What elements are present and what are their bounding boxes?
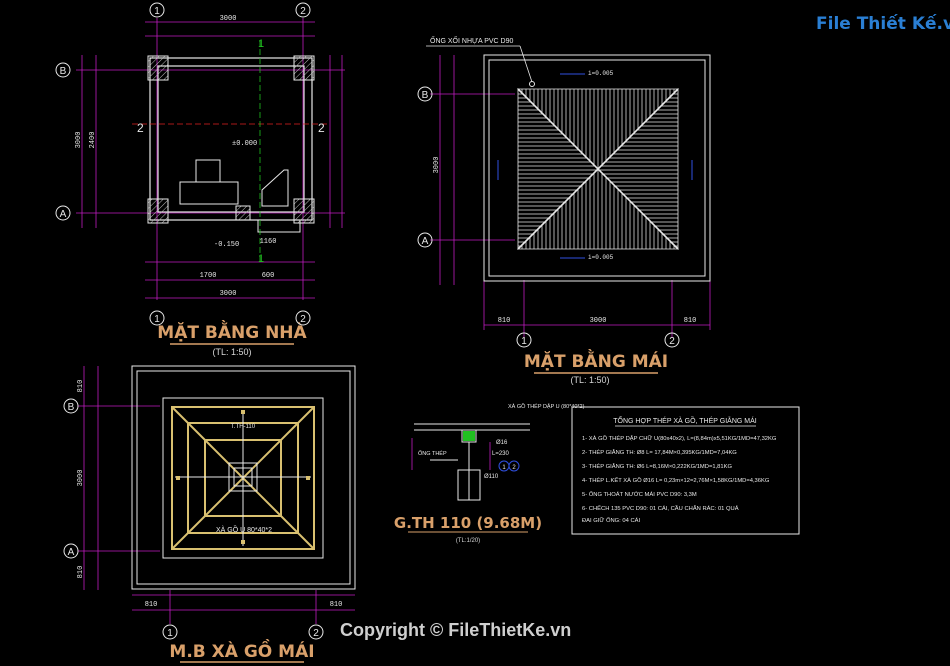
house-columns: [147, 55, 315, 224]
roof-outer-edge: [483, 54, 711, 282]
house-dim-bottom-2: 600: [262, 272, 275, 280]
roof-drain-pipe: [529, 81, 535, 87]
roof-plan-title: MẶT BẰNG MÁI: [524, 348, 668, 372]
gutter-detail: XÀ GỒ THÉP DẬP U (80*40*2) Ø16 L=230 ỐNG…: [394, 403, 585, 544]
summary-line: 1- XÀ GỒ THÉP DẬP CHỮ U(80x40x2), L=(8,8…: [582, 435, 777, 442]
roof-dim-bottom-left: 810: [498, 317, 511, 325]
roof-sheeting: [517, 88, 679, 250]
house-level-step: -0.150: [214, 241, 239, 249]
house-dim-left-mid: 2400: [89, 132, 97, 149]
gutter-label-pipe: ỐNG THÉP: [418, 450, 447, 457]
grid-label-1: 1: [521, 336, 527, 347]
copyright-watermark: Copyright © FileThietKe.vn: [340, 620, 572, 640]
house-grid-bubbles: [55, 2, 311, 326]
grid-label-b: B: [60, 66, 67, 77]
gutter-label-bottom: Ø110: [484, 474, 499, 480]
purlin-connectors: [176, 410, 310, 544]
roof-grid-bubbles: [417, 86, 680, 348]
grid-label-2: 2: [313, 628, 319, 639]
grid-label-a: A: [60, 209, 67, 220]
house-level-floor: ±0.000: [232, 140, 257, 148]
roof-dim-bottom-right: 810: [684, 317, 697, 325]
purlin-label-type: XÀ GỒ U 80*40*2: [216, 524, 272, 534]
gutter-section-lines: [414, 423, 530, 501]
grid-label-2: 2: [300, 314, 306, 325]
house-door-width: 1160: [260, 238, 277, 246]
purlin-plan-gridlines: [78, 366, 355, 624]
purlin-dim-left-top: 810: [77, 380, 85, 393]
purlin-dim-bottom-left: 810: [145, 601, 158, 609]
roof-plan-scale: (TL: 1:50): [570, 375, 609, 385]
summary-title: TỔNG HỢP THÉP XÀ GỒ, THÉP GIẰNG MÁI: [613, 415, 756, 425]
house-plan-scale: (TL: 1:50): [212, 347, 251, 357]
house-dim-bottom-1: 1700: [200, 272, 217, 280]
gutter-label-top: XÀ GỒ THÉP DẬP U (80*40*2): [508, 403, 585, 410]
roof-slope-arrows: [497, 73, 693, 259]
grid-label-b: B: [68, 402, 75, 413]
roof-inner-edge: [488, 59, 706, 277]
summary-line: 3- THÉP GIẰNG TH: Ø6 L=8,16M×0,222KG/1MD…: [582, 462, 732, 470]
gutter-mark-2: 2: [512, 465, 516, 471]
grid-label-1: 1: [167, 628, 173, 639]
purlin-grid-bubbles: [63, 398, 324, 640]
house-dim-bottom-total: 3000: [220, 290, 237, 298]
purlin-frame: [162, 397, 324, 559]
grid-label-a: A: [68, 547, 75, 558]
gutter-purlin-section: [463, 431, 475, 441]
purlin-dim-left-bottom: 810: [77, 566, 85, 579]
summary-line: 2- THÉP GIẰNG TH: Ø8 L= 17,84M×0,395KG/1…: [582, 448, 737, 456]
roof-slope-top: i=0.005: [588, 70, 614, 77]
summary-line: 4- THÉP L.KẾT XÀ GỒ Ø16 L= 0,23m×12=2,76…: [582, 477, 770, 484]
section-mark-left: 2: [137, 121, 144, 135]
purlin-outer-edge: [131, 365, 356, 590]
summary-line: ĐAI GIỮ ỐNG: 04 CÁI: [582, 517, 640, 524]
grid-label-1: 1: [154, 314, 160, 325]
purlin-inner-edge: [136, 370, 351, 585]
purlin-braces: [175, 410, 311, 546]
roof-dim-bottom-mid: 3000: [590, 317, 607, 325]
house-walls: [149, 57, 313, 221]
purlin-plan: T.TH-110 XÀ GỒ U 80*40*2 3000 810 810 81…: [77, 365, 356, 663]
house-fixtures: [179, 159, 301, 233]
purlin-dim-bottom-right: 810: [330, 601, 343, 609]
gutter-dim-lines: [411, 438, 491, 470]
cut-mark-top: 1: [258, 38, 264, 50]
summary-line: 6- CHẾCH 135 PVC D90: 01 CÁI, CẦU CHẮN R…: [582, 504, 739, 512]
gutter-mark-1: 1: [502, 465, 506, 471]
steel-summary-table: TỔNG HỢP THÉP XÀ GỒ, THÉP GIẰNG MÁI 1- X…: [571, 406, 800, 535]
gutter-detail-scale: (TL:1/20): [456, 538, 480, 544]
grid-label-2: 2: [300, 6, 306, 17]
grid-label-1: 1: [154, 6, 160, 17]
gutter-label-rebar: Ø16: [496, 440, 508, 446]
cut-mark-bottom: 1: [258, 253, 264, 265]
summary-line: 5- ỐNG THOÁT NƯỚC MÁI PVC D90: 3,3M: [582, 491, 697, 498]
purlin-label-center: T.TH-110: [231, 424, 256, 430]
gutter-detail-title: G.TH 110 (9.68M): [394, 514, 542, 532]
summary-box: [571, 406, 800, 535]
grid-label-a: A: [422, 236, 429, 247]
house-dim-left-total: 3000: [75, 132, 83, 149]
brand-logo[interactable]: File Thiết Kế.vn: [816, 14, 950, 34]
roof-slope-bottom: i=0.005: [588, 254, 614, 261]
purlin-plan-title: M.B XÀ GỒ MÁI: [169, 638, 314, 662]
purlin-dim-left: 3000: [77, 470, 85, 487]
section-mark-right: 2: [318, 121, 325, 135]
house-dim-top: 3000: [220, 15, 237, 23]
house-plan: 2 2 1 1 3000 3000 2400 1700 600 3000 116…: [75, 15, 345, 357]
gutter-mark-2-circle: [508, 460, 520, 472]
roof-plan: i=0.005 i=0.005 ỐNG XỐI NHỰA PVC D90 300…: [426, 35, 711, 385]
roof-pipe-leader: [519, 45, 533, 83]
gutter-label-length: L=230: [492, 451, 510, 457]
grid-label-2: 2: [669, 336, 675, 347]
roof-plan-gridlines: [430, 55, 711, 338]
roof-dim-left: 3000: [433, 157, 441, 174]
grid-label-b: B: [422, 90, 429, 101]
house-plan-title: MẶT BẰNG NHÀ: [157, 319, 307, 343]
roof-pipe-note: ỐNG XỐI NHỰA PVC D90: [430, 35, 513, 45]
